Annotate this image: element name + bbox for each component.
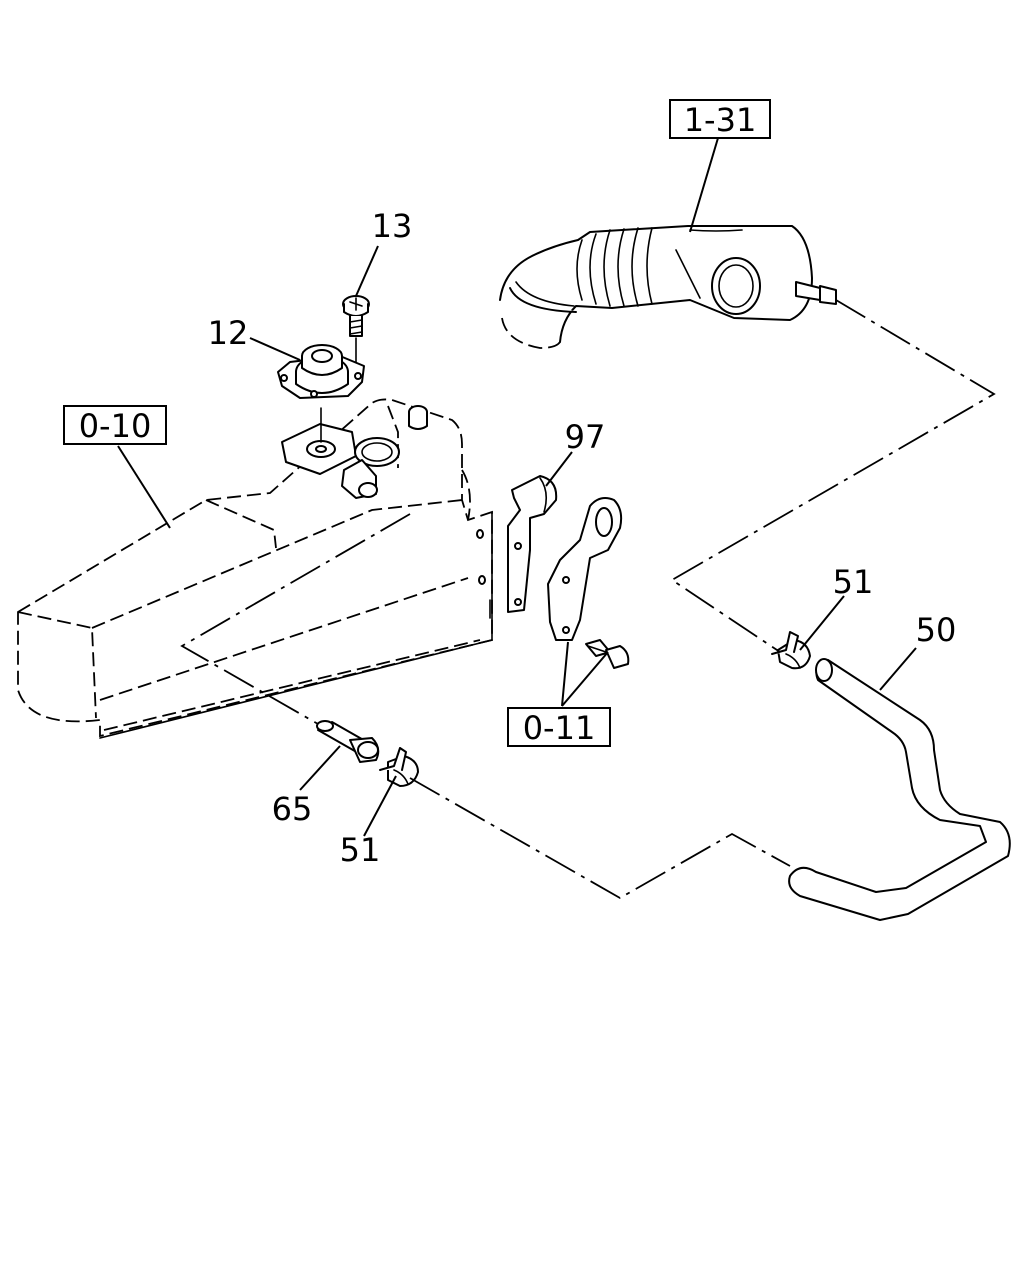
bracket-0-11 [547, 497, 630, 669]
svg-text:0-11: 0-11 [523, 709, 596, 747]
svg-text:0-10: 0-10 [79, 407, 152, 445]
callout-97: 97 [565, 418, 606, 456]
callout-13: 13 [372, 207, 413, 245]
ref-box-0-10: 0-10 [63, 405, 167, 445]
screw [342, 295, 370, 337]
bracket-97 [507, 475, 558, 613]
svg-text:1-31: 1-31 [684, 101, 757, 139]
connector-65 [316, 720, 380, 763]
cylinder-head-cover [17, 398, 493, 739]
hose-50 [788, 658, 1011, 921]
breather-cover [277, 344, 365, 399]
breather-port [281, 423, 400, 499]
callout-65: 65 [272, 790, 313, 828]
air-duct [499, 225, 837, 349]
ref-box-0-11: 0-11 [507, 707, 611, 747]
leaders [117, 137, 917, 837]
callout-51-lower: 51 [340, 831, 381, 869]
callout-51-upper: 51 [833, 563, 874, 601]
callout-12: 12 [208, 314, 249, 352]
callout-50: 50 [916, 611, 957, 649]
ref-box-1-31: 1-31 [669, 99, 771, 139]
routing-lines [180, 299, 996, 900]
bracket-mount-holes [476, 529, 491, 619]
